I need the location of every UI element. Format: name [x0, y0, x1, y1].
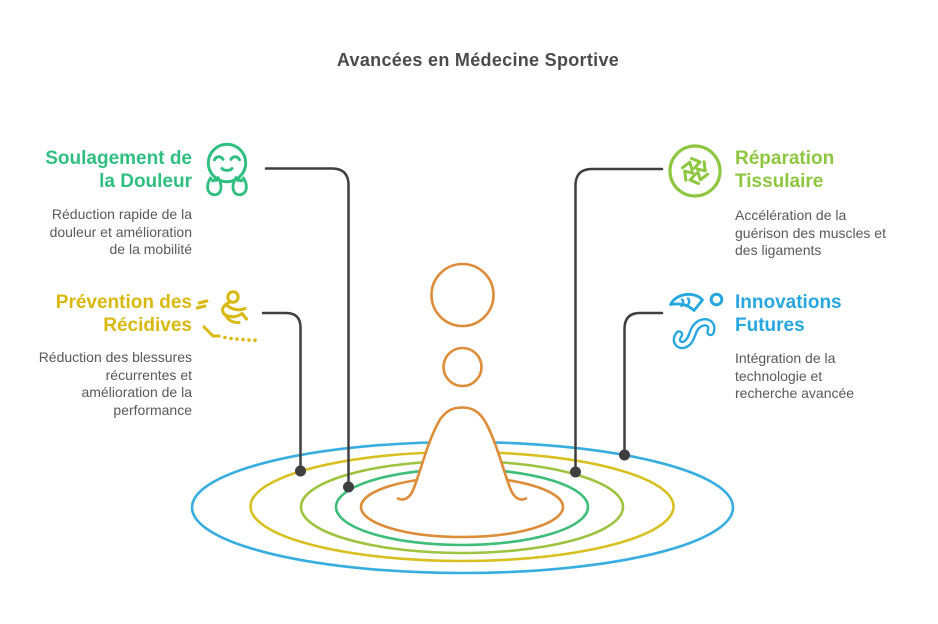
regeneration-swirl-icon — [668, 144, 722, 198]
section-body-pain-relief: Réduction rapide de la douleur et amélio… — [49, 206, 192, 257]
section-body-tissue-repair: Accélération de la guérison des muscles … — [735, 207, 886, 258]
splash-peak — [396, 406, 528, 501]
section-heading-tissue-repair: Réparation Tissulaire — [735, 148, 835, 192]
connector-future-innovations — [623, 311, 664, 454]
water-drop-small — [442, 346, 483, 388]
relieved-face-icon — [206, 142, 248, 197]
water-drops — [430, 262, 495, 388]
connector-tissue-repair — [574, 167, 664, 471]
water-drop-large — [430, 262, 495, 328]
connector-dot-recurrence-prevention — [295, 465, 306, 477]
section-heading-pain-relief: Soulagement de la Douleur — [45, 148, 192, 192]
connector-dot-tissue-repair — [570, 466, 581, 478]
connector-dot-future-innovations — [619, 449, 630, 461]
motion-person-icon — [669, 292, 724, 350]
section-body-recurrence-prevention: Réduction des blessures récurrentes et a… — [38, 349, 192, 418]
connector-pain-relief — [264, 167, 350, 486]
section-body-future-innovations: Intégration de la technologie et recherc… — [735, 350, 855, 401]
sliding-person-icon — [196, 290, 257, 343]
section-heading-future-innovations: Innovations Futures — [735, 292, 842, 336]
connector-recurrence-prevention — [261, 311, 302, 470]
connector-dot-pain-relief — [343, 481, 354, 493]
connector-lines — [261, 167, 664, 493]
page-title: Avancées en Médecine Sportive — [336, 50, 620, 70]
section-heading-recurrence-prevention: Prévention des Récidives — [55, 292, 192, 336]
